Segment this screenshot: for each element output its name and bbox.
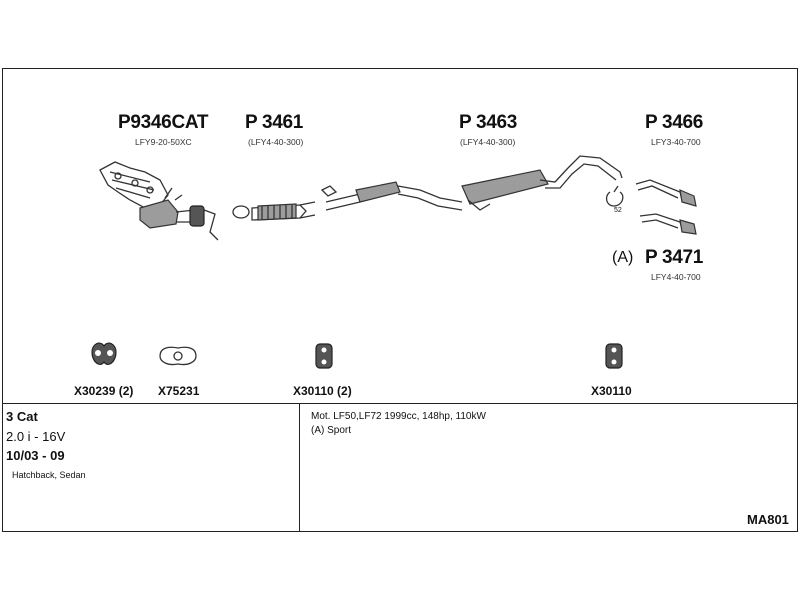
variant-marker: (A) xyxy=(612,249,634,266)
clamp-size-label: 52 xyxy=(614,207,622,214)
accessory-label-mount-pair: X30110 (2) xyxy=(293,384,352,398)
catalyst-manifold-drawing xyxy=(99,161,219,241)
hanger-rubber-icon xyxy=(91,342,117,365)
part-number-middle-silencer: P 3463 xyxy=(459,112,518,133)
accessory-label-hanger: X30239 (2) xyxy=(74,384,134,398)
production-years: 10/03 - 09 xyxy=(6,448,65,463)
kit-code: MA801 xyxy=(747,512,789,527)
clamp-drawing xyxy=(605,185,624,207)
accessory-label-gasket: X75231 xyxy=(158,384,200,398)
connector-drawing xyxy=(320,185,338,197)
part-number-rear-pipe: P 3466 xyxy=(645,112,704,133)
middle-silencer-drawing xyxy=(325,155,623,211)
front-pipe-drawing xyxy=(251,201,316,221)
part-code-front-pipe: (LFY4-40-300) xyxy=(248,137,304,147)
info-column-divider xyxy=(299,403,300,532)
part-number-rear-pipe-sport: P 3471 xyxy=(645,247,704,268)
gasket-ring-drawing xyxy=(232,205,250,219)
accessory-label-mount: X30110 xyxy=(591,384,632,398)
part-code-rear-pipe: LFY3-40-700 xyxy=(651,137,701,147)
engine-spec: 2.0 i - 16V xyxy=(6,429,66,444)
rubber-mount-icon-2 xyxy=(605,343,623,369)
part-code-middle-silencer: (LFY4-40-300) xyxy=(460,137,516,147)
motor-note: Mot. LF50,LF72 1999cc, 148hp, 110kW xyxy=(311,411,486,422)
body-types: Hatchback, Sedan xyxy=(12,470,86,480)
info-divider xyxy=(2,403,798,404)
part-code-catalyst: LFY9-20-50XC xyxy=(135,137,192,147)
variant-note: (A) Sport xyxy=(311,425,352,436)
part-number-front-pipe: P 3461 xyxy=(245,112,304,133)
part-number-catalyst: P9346CAT xyxy=(118,112,209,133)
tail-pipe-drawing xyxy=(635,179,697,235)
part-code-rear-pipe-sport: LFY4-40-700 xyxy=(651,272,701,282)
catalyst-count: 3 Cat xyxy=(6,409,38,424)
gasket-icon xyxy=(159,346,197,366)
diagram-frame xyxy=(2,68,798,532)
rubber-mount-icon-1 xyxy=(315,343,333,369)
